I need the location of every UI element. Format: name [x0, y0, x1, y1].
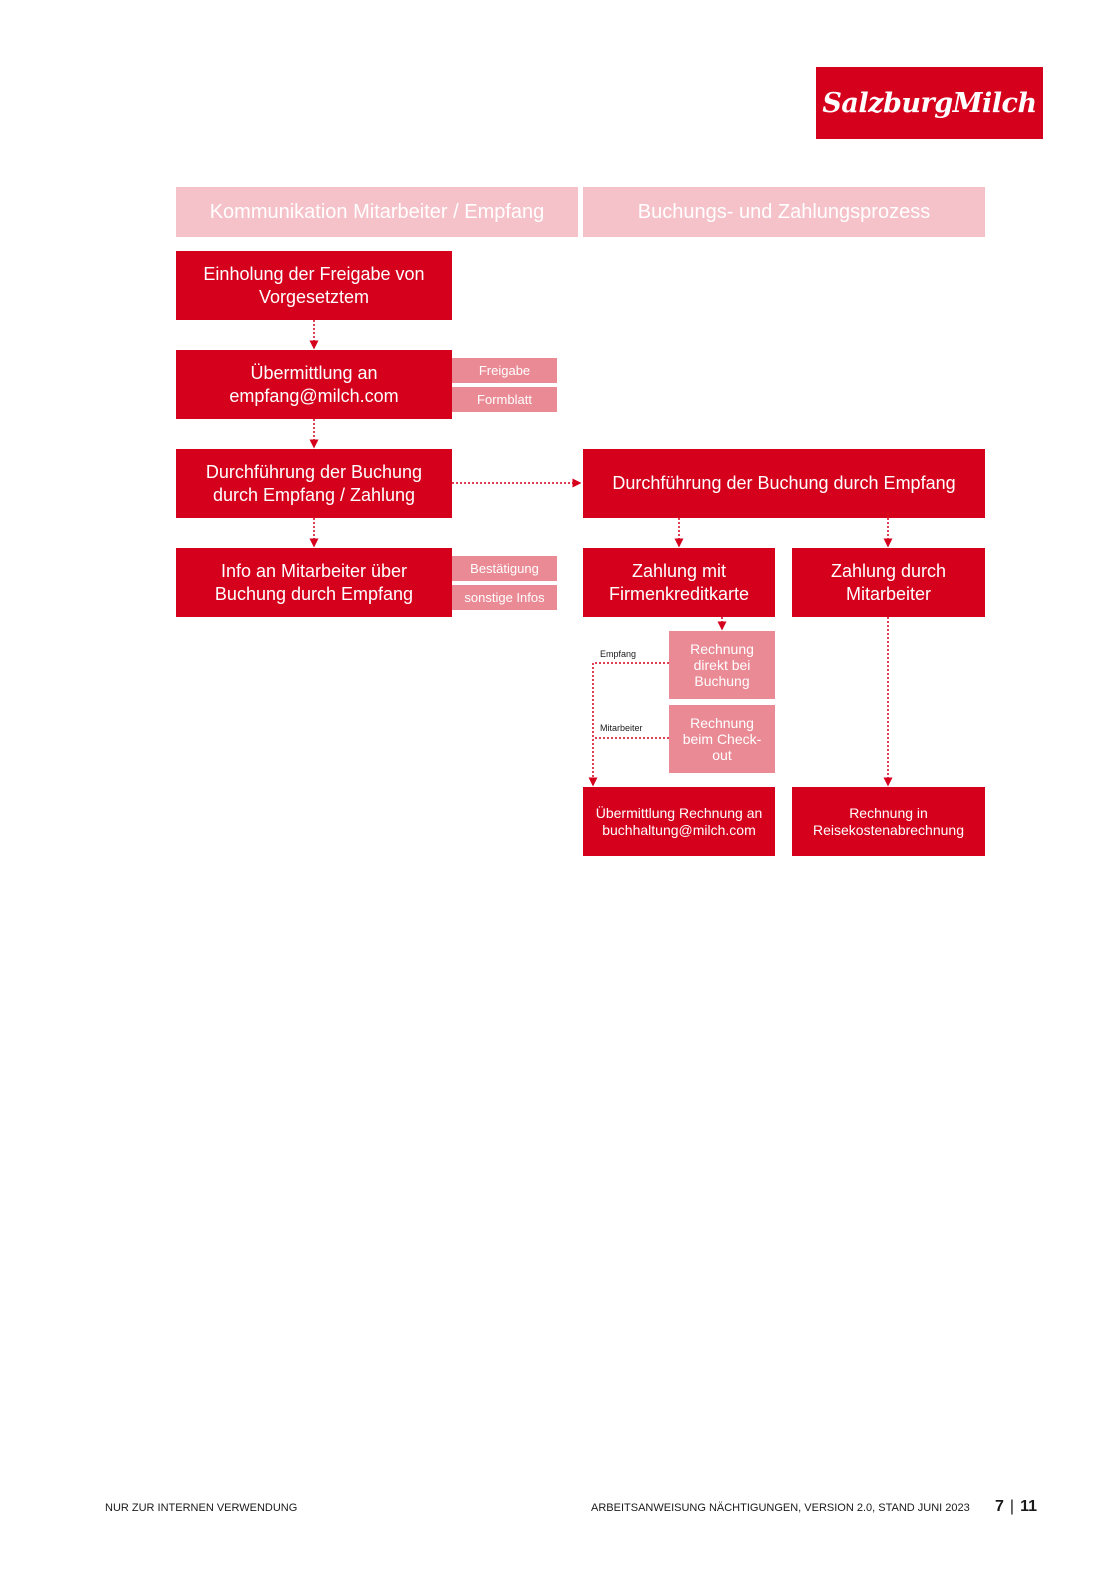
header-booking-payment: Buchungs- und Zahlungsprozess	[583, 187, 985, 237]
tag-sonstige-infos-label: sonstige Infos	[464, 590, 545, 605]
step-einholung-freigabe: Einholung der Freigabe von Vorgesetztem	[176, 251, 452, 320]
tag-formblatt-label: Formblatt	[477, 392, 532, 407]
page-total: 11	[1020, 1498, 1037, 1515]
footer-document-title: ARBEITSANWEISUNG NÄCHTIGUNGEN, VERSION 2…	[591, 1502, 970, 1514]
step-buchung-durch-empfang-label: Durchführung der Buchung durch Empfang	[612, 473, 956, 493]
page-number: 7 | 11	[995, 1498, 1037, 1516]
label-empfang: Empfang	[600, 649, 637, 659]
tag-formblatt: Formblatt	[452, 387, 557, 412]
step-info-mitarbeiter: Info an Mitarbeiter über Buchung durch E…	[176, 548, 452, 617]
connector-empfang	[588, 662, 669, 787]
header-communication: Kommunikation Mitarbeiter / Empfang	[176, 187, 578, 237]
tag-bestaetigung-label: Bestätigung	[470, 561, 539, 576]
tag-bestaetigung: Bestätigung	[452, 556, 557, 581]
step-uebermittlung-empfang-label: Übermittlung an empfang@milch.com	[229, 362, 399, 406]
header-communication-label: Kommunikation Mitarbeiter / Empfang	[209, 200, 545, 223]
tag-freigabe: Freigabe	[452, 358, 557, 383]
step-durchfuehrung-buchung-zahlung-label: Durchführung der Buchung durch Empfang /…	[205, 461, 423, 505]
label-mitarbeiter: Mitarbeiter	[600, 723, 643, 733]
step-zahlung-mitarbeiter: Zahlung durch Mitarbeiter	[792, 548, 985, 617]
tag-rechnung-direkt-label: Rechnung direkt bei Buchung	[690, 641, 754, 689]
salzburgmilch-logo: SalzburgMilch	[816, 67, 1043, 139]
step-zahlung-firmenkreditkarte-label: Zahlung mit Firmenkreditkarte	[608, 560, 750, 604]
step-zahlung-mitarbeiter-label: Zahlung durch Mitarbeiter	[830, 560, 947, 604]
tag-freigabe-label: Freigabe	[478, 363, 531, 378]
step-rechnung-reisekosten-label: Rechnung in Reisekostenabrechnung	[813, 804, 964, 838]
page-separator: |	[1009, 1498, 1015, 1515]
step-zahlung-firmenkreditkarte: Zahlung mit Firmenkreditkarte	[583, 548, 775, 617]
step-einholung-freigabe-label: Einholung der Freigabe von Vorgesetztem	[203, 263, 425, 307]
tag-rechnung-direkt: Rechnung direkt bei Buchung	[669, 631, 775, 699]
header-booking-payment-label: Buchungs- und Zahlungsprozess	[637, 200, 931, 223]
step-rechnung-reisekosten: Rechnung in Reisekostenabrechnung	[792, 787, 985, 856]
step-uebermittlung-empfang: Übermittlung an empfang@milch.com	[176, 350, 452, 419]
step-uebermittlung-rechnung-label: Übermittlung Rechnung an buchhaltung@mil…	[595, 804, 763, 838]
tag-sonstige-infos: sonstige Infos	[452, 585, 557, 610]
tag-rechnung-checkout-label: Rechnung beim Check-out	[682, 715, 762, 763]
page-current: 7	[995, 1498, 1004, 1515]
step-uebermittlung-rechnung: Übermittlung Rechnung an buchhaltung@mil…	[583, 787, 775, 856]
step-info-mitarbeiter-label: Info an Mitarbeiter über Buchung durch E…	[214, 560, 414, 604]
tag-rechnung-checkout: Rechnung beim Check-out	[669, 705, 775, 773]
step-buchung-durch-empfang: Durchführung der Buchung durch Empfang	[583, 449, 985, 518]
logo-text: SalzburgMilch	[822, 87, 1037, 119]
step-durchfuehrung-buchung-zahlung: Durchführung der Buchung durch Empfang /…	[176, 449, 452, 518]
footer-internal-use: NUR ZUR INTERNEN VERWENDUNG	[105, 1502, 298, 1514]
